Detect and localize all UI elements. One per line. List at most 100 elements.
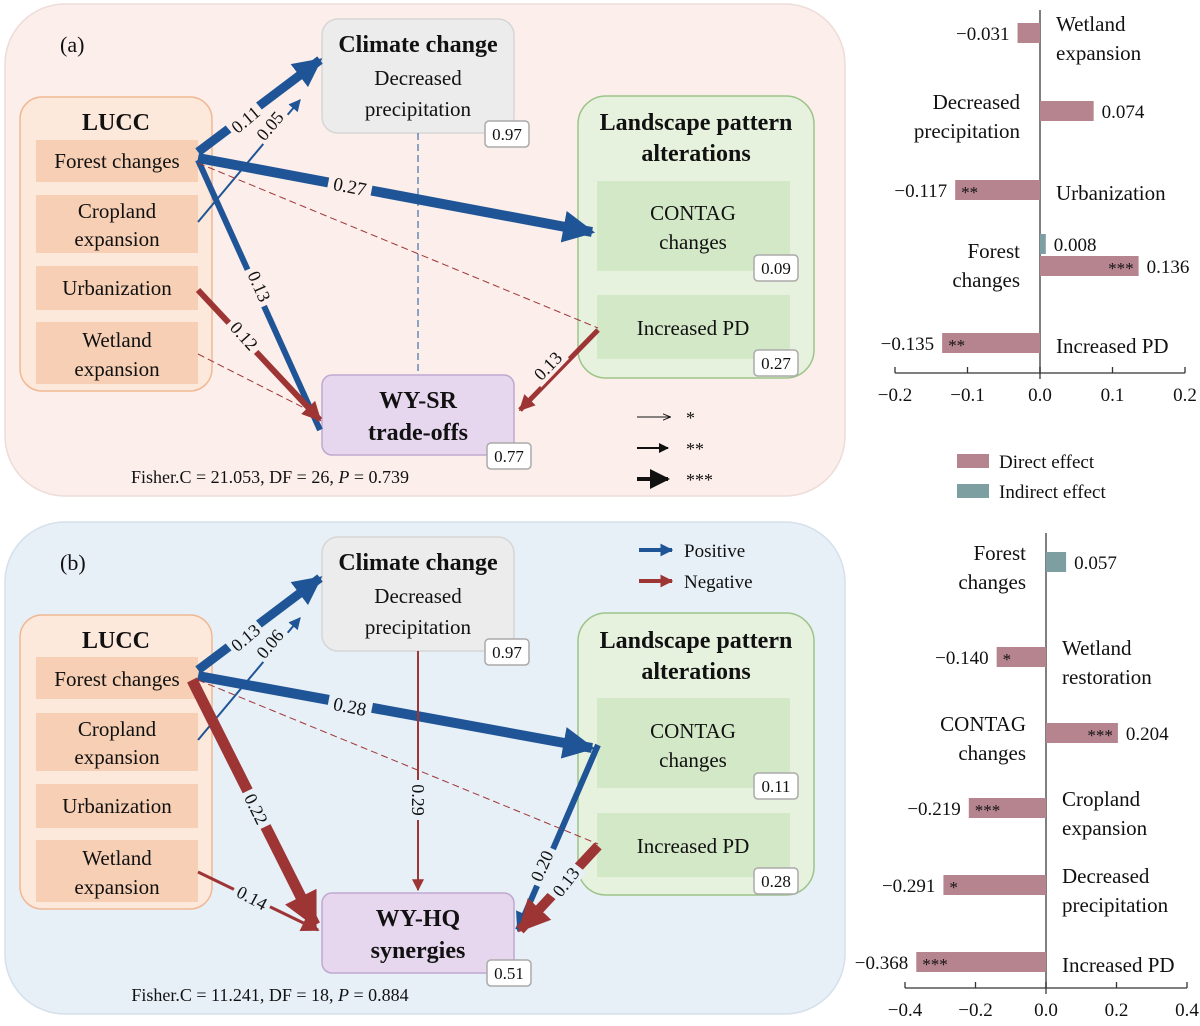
significance-marker: ** (948, 336, 965, 355)
direct-effect-bar (1040, 256, 1139, 276)
lucc-item-label: expansion (74, 875, 160, 899)
r2-value: 0.51 (494, 964, 524, 983)
significance-marker: * (949, 878, 958, 897)
r2-badge (484, 120, 530, 148)
landscape-title: Landscape pattern (600, 628, 793, 654)
x-tick-label: −0.4 (888, 1000, 923, 1021)
landscape-item-label: CONTAG (650, 719, 736, 743)
panel-b: (b) LUCC Forest changes Cropland expansi… (4, 521, 846, 1015)
climate-item: precipitation (365, 615, 472, 639)
direct-value-label: −0.140 (935, 648, 988, 669)
x-tick-label: 0.2 (1105, 1000, 1129, 1021)
r2-value: 0.11 (761, 777, 790, 796)
direct-effect-bar (968, 798, 1046, 818)
lucc-item-forest (36, 140, 198, 182)
lucc-item-label: Forest changes (54, 149, 179, 173)
category-label: Forest (974, 541, 1027, 565)
r2-badge (753, 772, 799, 800)
direct-effect-bar (1017, 23, 1040, 43)
path-urbanization-to-outcome (195, 287, 323, 423)
r2-badge (753, 349, 799, 377)
r2-value: 0.09 (761, 259, 791, 278)
landscape-item-pd (597, 813, 790, 877)
r2-value: 0.97 (492, 125, 522, 144)
lucc-item-label: expansion (74, 227, 160, 251)
climate-title: Climate change (338, 550, 498, 576)
legend-negative-label: Negative (684, 572, 753, 593)
indirect-effect-bar (1040, 234, 1046, 254)
landscape-item-pd (597, 295, 790, 359)
climate-item: precipitation (365, 97, 472, 121)
lucc-item-wetland (36, 840, 198, 902)
landscape-item-label: changes (659, 230, 727, 254)
category-label: Urbanization (1056, 181, 1166, 205)
path-forest-to-contag (197, 153, 596, 243)
path-pd-to-outcome (518, 328, 600, 412)
climate-title: Climate change (338, 32, 498, 58)
lucc-item-label: Cropland (78, 717, 157, 741)
category-label: Increased PD (1062, 953, 1175, 977)
x-tick-label: 0.1 (1101, 385, 1125, 406)
lucc-item-label: Wetland (82, 846, 152, 870)
r2-value: 0.28 (761, 872, 791, 891)
r2-value: 0.27 (761, 354, 791, 373)
lucc-item-urbanization (36, 266, 198, 310)
r2-badge (753, 254, 799, 282)
lucc-item-label: Wetland (82, 328, 152, 352)
category-label: CONTAG (940, 712, 1026, 736)
coef-label: 0.22 (237, 786, 275, 832)
lucc-item-label: Urbanization (62, 794, 172, 818)
direct-value-label: −0.219 (907, 799, 960, 820)
svg-text:0.29: 0.29 (408, 784, 428, 816)
lucc-item-forest (36, 657, 198, 699)
category-label: changes (958, 741, 1026, 765)
significance-marker: *** (1108, 259, 1134, 278)
path-forest-to-precip (195, 574, 323, 674)
legend-indirect-swatch (957, 484, 989, 498)
category-label: changes (958, 570, 1026, 594)
lucc-item-wetland (36, 322, 198, 384)
direct-value-label: −0.031 (956, 24, 1009, 45)
landscape-item-label: CONTAG (650, 201, 736, 225)
category-label: Cropland (1062, 787, 1141, 811)
landscape-title: alterations (641, 141, 750, 167)
direct-effect-bar (1046, 723, 1118, 743)
legend-positive-label: Positive (684, 541, 745, 562)
x-tick-label: 0.0 (1034, 1000, 1058, 1021)
x-tick-label: −0.2 (878, 385, 912, 406)
path-forest-to-precip (195, 56, 323, 156)
outcome-title: trade-offs (368, 420, 468, 446)
direct-effect-bar (942, 333, 1040, 353)
outcome-box (321, 374, 515, 456)
indirect-value-label: 0.008 (1054, 235, 1097, 256)
legend-direct-swatch (957, 454, 989, 468)
direct-value-label: −0.368 (855, 953, 908, 974)
significance-marker: *** (975, 801, 1001, 820)
direct-value-label: 0.204 (1126, 724, 1169, 745)
lucc-item-cropland (36, 713, 198, 771)
direct-value-label: −0.135 (881, 334, 934, 355)
effect-legend: Direct effect Indirect effect (957, 452, 1106, 503)
category-label: precipitation (1062, 893, 1169, 917)
lucc-item-label: Forest changes (54, 667, 179, 691)
sign-legend: Positive Negative (639, 541, 753, 593)
direct-value-label: 0.136 (1147, 257, 1190, 278)
category-label: Decreased (933, 90, 1021, 114)
category-label: changes (952, 268, 1020, 292)
direct-value-label: −0.291 (882, 876, 935, 897)
r2-value: 0.77 (494, 447, 524, 466)
indirect-value-label: 0.057 (1074, 553, 1117, 574)
outcome-title: WY-SR (379, 388, 457, 414)
coef-label: 0.29 (408, 780, 428, 820)
fit-statistics: Fisher.C = 11.241, DF = 18, P = 0.884 (131, 985, 408, 1005)
landscape-item-label: changes (659, 748, 727, 772)
r2-badge (753, 867, 799, 895)
lucc-item-label: Urbanization (62, 276, 172, 300)
fit-statistics: Fisher.C = 21.053, DF = 26, P = 0.739 (131, 467, 409, 487)
r2-badge (486, 442, 532, 470)
category-label: Increased PD (1056, 334, 1169, 358)
coef-label: 0.06 (250, 622, 291, 665)
